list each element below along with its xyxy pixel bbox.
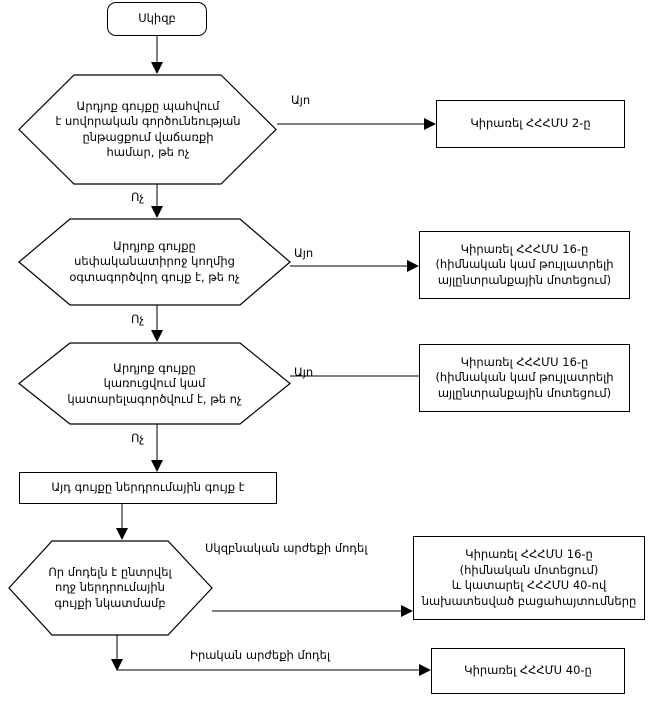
decision-shape-2 — [18, 218, 291, 306]
edge-label-yes-1: Այո — [291, 93, 311, 107]
decision-shape-3 — [18, 342, 291, 425]
edge-label-no-1: Ոչ — [131, 190, 145, 204]
decision-shape-1 — [18, 74, 277, 185]
edge-label-yes-2: Այո — [294, 246, 314, 260]
node-outcome-ias-16-construction[interactable]: Կիրառել ՀՀՀՄՍ 16-ը (հիմնական կամ թույլատ… — [419, 344, 630, 412]
decision-shape-4 — [8, 540, 213, 636]
node-process-label: Այդ գույքը ներդրումային գույք է — [51, 480, 245, 495]
node-outcome-ias-2[interactable]: Կիրառել ՀՀՀՄՍ 2-ը — [436, 100, 625, 148]
node-outcome-1-label: Կիրառել ՀՀՀՄՍ 2-ը — [470, 116, 591, 131]
edge-label-cost-model: Սկզբնական արժեքի մոդել — [205, 541, 368, 555]
edge-label-yes-3: Այո — [294, 365, 314, 379]
node-outcome-3-label: Կիրառել ՀՀՀՄՍ 16-ը (հիմնական կամ թույլատ… — [435, 354, 614, 400]
node-outcome-2-label: Կիրառել ՀՀՀՄՍ 16-ը (հիմնական կամ թույլատ… — [435, 241, 614, 287]
node-outcome-fair-value-model[interactable]: Կիրառել ՀՀՀՄՍ 40-ը — [431, 648, 625, 694]
edge-label-no-3: Ոչ — [131, 431, 145, 445]
node-outcome-ias-16-owner[interactable]: Կիրառել ՀՀՀՄՍ 16-ը (հիմնական կամ թույլատ… — [419, 231, 630, 299]
node-outcome-cost-model[interactable]: Կիրառել ՀՀՀՄՍ 16-ը (հիմնական մոտեցում) և… — [413, 536, 645, 620]
node-investment-property[interactable]: Այդ գույքը ներդրումային գույք է — [19, 472, 277, 504]
edge-label-fair-value-model: Իրական արժեքի մոդել — [190, 648, 331, 662]
node-start[interactable]: Սկիզբ — [107, 2, 207, 36]
node-outcome-5-label: Կիրառել ՀՀՀՄՍ 40-ը — [464, 663, 592, 678]
edge-label-no-2: Ոչ — [131, 312, 145, 326]
node-start-label: Սկիզբ — [138, 11, 176, 26]
node-outcome-4-label: Կիրառել ՀՀՀՄՍ 16-ը (հիմնական մոտեցում) և… — [421, 547, 637, 608]
